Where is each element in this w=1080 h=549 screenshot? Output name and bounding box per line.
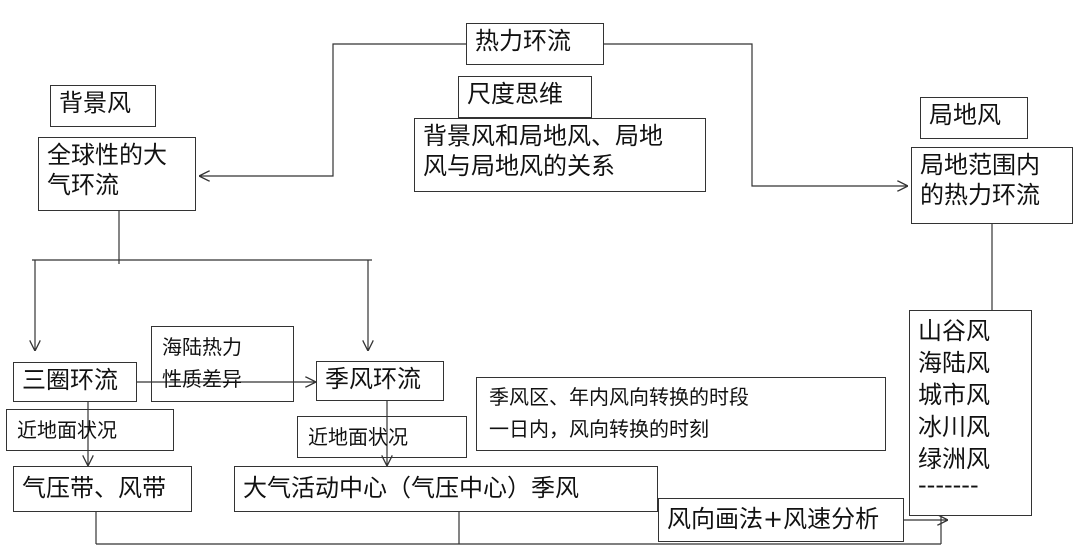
node-three-cell-label: 三圈环流 [22,366,118,394]
node-background-wind-label: 背景风 [59,89,131,117]
node-surface-1-label: 近地面状况 [17,418,117,442]
node-monsoon-circulation: 季风环流 [316,361,444,401]
node-land-sea-line2: 性质差异 [162,367,242,391]
node-local-wind-type-1: 山谷风 [918,317,990,345]
node-local-thermal-line1: 局地范围内 [920,151,1040,179]
node-thermal-circulation: 热力环流 [466,23,604,65]
node-global-circulation: 全球性的大 气环流 [38,137,196,211]
node-three-cell: 三圈环流 [13,362,137,402]
node-global-circulation-line2: 气环流 [47,171,119,199]
node-monsoon-timing: 季风区、年内风向转换的时段 一日内，风向转换的时刻 [476,377,886,451]
node-local-wind: 局地风 [920,97,1028,139]
node-local-wind-type-4: 冰川风 [918,413,990,441]
node-pressure-belts: 气压带、风带 [13,466,192,512]
connector-thermal-to-global [199,43,466,176]
node-thermal-circulation-label: 热力环流 [475,27,571,55]
node-action-centers: 大气活动中心（气压中心）季风 [234,466,658,512]
node-wind-analysis-label: 风向画法+风速分析 [667,505,880,533]
node-local-wind-label: 局地风 [929,101,1001,129]
node-relation-line2: 风与局地风的关系 [423,152,615,180]
node-land-sea-line1: 海陆热力 [162,335,242,359]
node-scale-thinking: 尺度思维 [458,76,592,118]
node-wind-analysis: 风向画法+风速分析 [658,498,904,542]
node-local-wind-type-3: 城市风 [918,381,990,409]
node-relation: 背景风和局地风、局地 风与局地风的关系 [414,118,706,192]
node-relation-line1: 背景风和局地风、局地 [423,122,663,150]
node-action-centers-label: 大气活动中心（气压中心）季风 [243,474,579,502]
node-surface-1: 近地面状况 [6,409,174,451]
node-local-wind-type-5: 绿洲风 [918,445,990,473]
node-monsoon-circulation-label: 季风环流 [325,365,421,393]
node-local-thermal-line2: 的热力环流 [920,181,1040,209]
node-surface-2: 近地面状况 [297,416,467,458]
node-land-sea: 海陆热力 性质差异 [151,326,294,402]
node-local-wind-type-2: 海陆风 [918,349,990,377]
node-scale-thinking-label: 尺度思维 [467,80,563,108]
connector-thermal-to-local [604,43,908,186]
node-pressure-belts-label: 气压带、风带 [22,474,166,502]
node-global-circulation-line1: 全球性的大 [47,141,167,169]
node-local-wind-types: 山谷风 海陆风 城市风 冰川风 绿洲风 ------- [909,310,1032,516]
node-monsoon-timing-line1: 季风区、年内风向转换的时段 [489,385,749,409]
node-background-wind: 背景风 [50,85,156,127]
node-local-wind-type-6: ------- [918,471,979,499]
node-surface-2-label: 近地面状况 [308,425,408,449]
node-local-thermal: 局地范围内 的热力环流 [911,147,1073,224]
node-monsoon-timing-line2: 一日内，风向转换的时刻 [489,417,709,441]
